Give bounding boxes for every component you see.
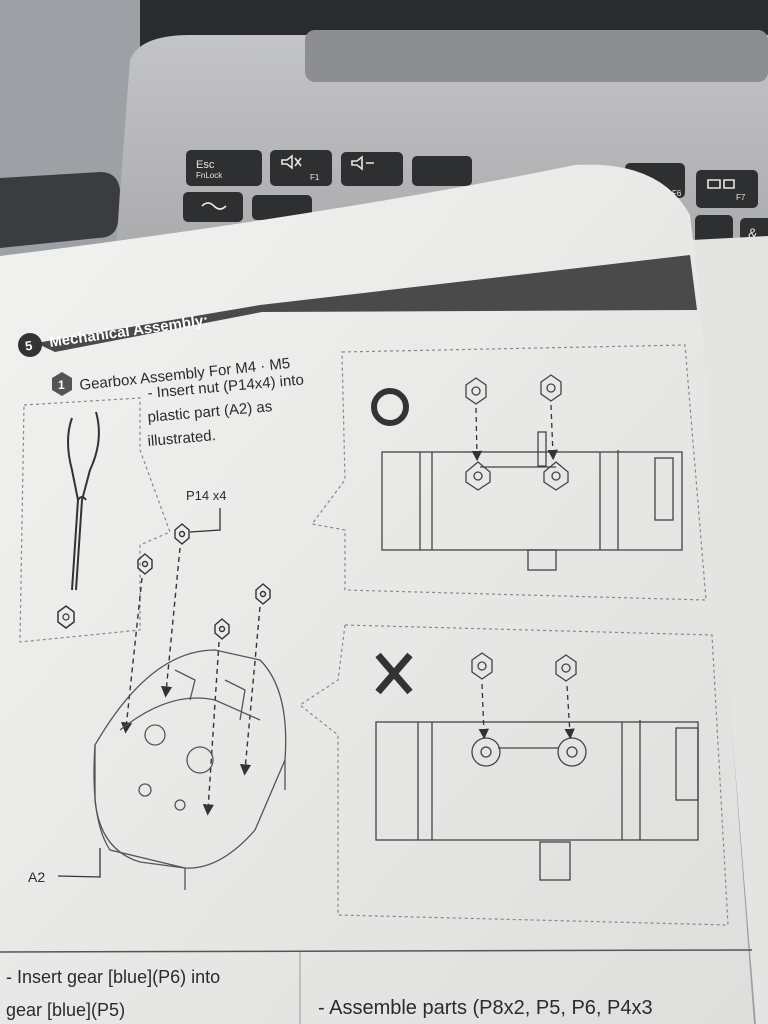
section-banner [36, 255, 697, 352]
gearbox-housing: A2 [28, 649, 287, 890]
right-page [692, 236, 768, 1024]
next-step-left-line-2: gear [blue](P5) [6, 1000, 125, 1020]
instruction-line-3: illustrated. [147, 427, 217, 450]
nut-4 [255, 583, 271, 605]
next-step-left-line-1: - Insert gear [blue](P6) into [6, 967, 220, 987]
key-labels: Esc FnLock F1 F6 F7 & [196, 159, 758, 241]
tool-panel [19, 397, 171, 643]
key-f7 [696, 170, 758, 208]
nut-label: P14 x4 [186, 488, 226, 503]
exploded-nuts [121, 523, 271, 816]
key-label-f6: F6 [672, 189, 682, 198]
tilde-icon [201, 202, 227, 210]
key-label-f1: F1 [310, 173, 320, 182]
key-label-ampersand: & [748, 225, 758, 241]
pliers-icon [67, 411, 100, 591]
step-separator [0, 949, 753, 953]
nut-icon [57, 605, 75, 629]
tool-panel-border [19, 397, 171, 643]
wrong-mark-icon [375, 652, 413, 695]
insert-arrows [121, 547, 261, 816]
display-icon [707, 179, 735, 189]
key-1 [252, 195, 312, 220]
key-tilde [183, 192, 243, 222]
correct-panel-border [310, 344, 707, 601]
manual-page [0, 164, 754, 1024]
key-f3 [412, 156, 472, 186]
laptop: Esc FnLock F1 F6 F7 & [115, 0, 768, 260]
key-label-esc: Esc [196, 159, 215, 171]
housing-outline [93, 649, 287, 869]
step-number-badge [52, 372, 72, 396]
key-label-f7: F7 [736, 193, 746, 202]
volume-down-icon [351, 155, 374, 171]
nut-callout: P14 x4 [186, 488, 226, 533]
laptop-hinge [305, 30, 768, 82]
nut-3 [214, 618, 230, 640]
part-label: A2 [28, 869, 45, 885]
wrong-panel-border [298, 624, 729, 926]
key-esc [186, 150, 262, 186]
cable-object [0, 172, 120, 248]
key-icons [201, 154, 735, 210]
correct-panel: O [310, 344, 707, 601]
next-step-right-line: - Assemble parts (P8x2, P5, P6, P4x3 [318, 997, 653, 1019]
nut-1 [137, 553, 153, 575]
key-f2 [341, 152, 403, 186]
section-number: 5 [24, 338, 33, 354]
keyboard [183, 150, 768, 253]
nut-2 [174, 523, 190, 545]
step-number: 1 [58, 378, 65, 392]
wrong-panel: X [298, 624, 729, 926]
motor-correct [381, 374, 683, 571]
key-label-fnlock: FnLock [196, 171, 223, 180]
section-number-badge [18, 333, 42, 357]
key-f1 [270, 150, 332, 186]
mute-icon [281, 154, 302, 170]
correct-mark-icon [371, 388, 409, 426]
motor-wrong [375, 652, 699, 881]
